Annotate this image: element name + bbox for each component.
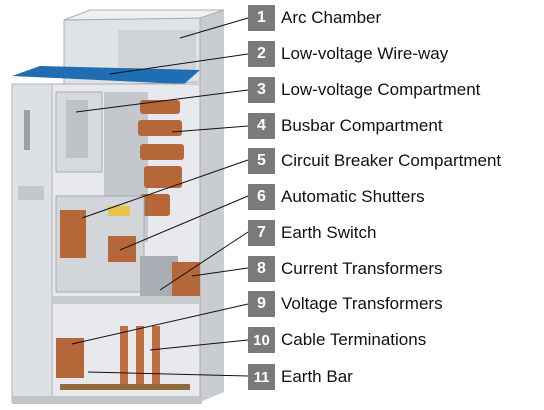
legend-item-4: 4 Busbar Compartment [248, 113, 544, 139]
legend-number: 5 [248, 148, 275, 174]
earth-bar [60, 384, 190, 390]
legend-label: Voltage Transformers [281, 294, 443, 313]
legend-label: Low-voltage Compartment [281, 80, 481, 99]
legend-label: Circuit Breaker Compartment [281, 151, 502, 170]
leader-line-3 [75, 89, 249, 113]
leader-line-11 [87, 371, 249, 377]
cable-terminations [120, 326, 160, 386]
leader-line-5 [81, 159, 249, 219]
legend-number: 2 [248, 41, 275, 67]
leader-line-2 [109, 53, 249, 75]
legend-label: Earth Switch [281, 223, 377, 242]
leader-line-1 [179, 17, 249, 39]
legend-number: 10 [248, 327, 275, 353]
legend-label: Earth Bar [281, 367, 353, 386]
legend-label: Busbar Compartment [281, 116, 443, 135]
leader-line-8 [191, 267, 249, 277]
legend-item-9: 9 Voltage Transformers [248, 291, 544, 317]
legend-number: 8 [248, 256, 275, 282]
legend-label: Low-voltage Wire-way [281, 44, 449, 63]
cable-termination [152, 326, 160, 386]
lower-divider [52, 296, 200, 304]
leader-line-10 [149, 339, 249, 351]
legend-item-5: 5 Circuit Breaker Compartment [248, 148, 544, 174]
leader-lines [71, 17, 249, 377]
legend-item-3: 3 Low-voltage Compartment [248, 77, 544, 103]
legend-label: Automatic Shutters [281, 187, 425, 206]
roof-accent-strip [12, 66, 200, 84]
cabinet-side-panel [200, 10, 224, 402]
leader-line-7 [159, 231, 249, 291]
arc-chamber-top [63, 9, 225, 21]
legend-item-10: 10 Cable Terminations [248, 327, 544, 353]
front-door-frame [11, 83, 53, 403]
legend-item-11: 11 Earth Bar [248, 364, 544, 390]
earth-switch-mechanism [140, 256, 178, 296]
leader-line-4 [171, 125, 249, 133]
legend-item-2: 2 Low-voltage Wire-way [248, 41, 544, 67]
busbars [138, 100, 184, 216]
leader-line-6 [119, 195, 249, 251]
busbar [140, 144, 184, 160]
legend-label: Current Transformers [281, 259, 443, 278]
leader-line-9 [71, 303, 249, 345]
legend-label: Cable Terminations [281, 330, 427, 349]
legend-number: 4 [248, 113, 275, 139]
legend-item-7: 7 Earth Switch [248, 220, 544, 246]
legend-label: Arc Chamber [281, 8, 382, 27]
legend-number: 7 [248, 220, 275, 246]
busbar [140, 100, 180, 114]
breaker-copper-contact [60, 210, 86, 258]
legend-item-8: 8 Current Transformers [248, 256, 544, 282]
legend-number: 11 [248, 364, 275, 390]
busbar [138, 120, 182, 136]
door-window [18, 186, 44, 200]
lv-wiring-block [66, 100, 88, 158]
legend-item-1: 1 Arc Chamber [248, 5, 544, 31]
yellow-label [108, 206, 130, 216]
legend-number: 9 [248, 291, 275, 317]
legend-number: 6 [248, 184, 275, 210]
busbar [140, 194, 170, 216]
door-handle [24, 110, 30, 150]
busbar [144, 166, 182, 188]
legend-number: 3 [248, 77, 275, 103]
cable-termination [120, 326, 128, 386]
arc-chamber-opening [118, 30, 196, 70]
legend-number: 1 [248, 5, 275, 31]
current-transformer [172, 262, 200, 302]
cabinet-base [12, 396, 202, 404]
cable-termination [136, 326, 144, 386]
legend-item-6: 6 Automatic Shutters [248, 184, 544, 210]
switchgear-cabinet [11, 9, 225, 404]
voltage-transformer [56, 338, 84, 378]
